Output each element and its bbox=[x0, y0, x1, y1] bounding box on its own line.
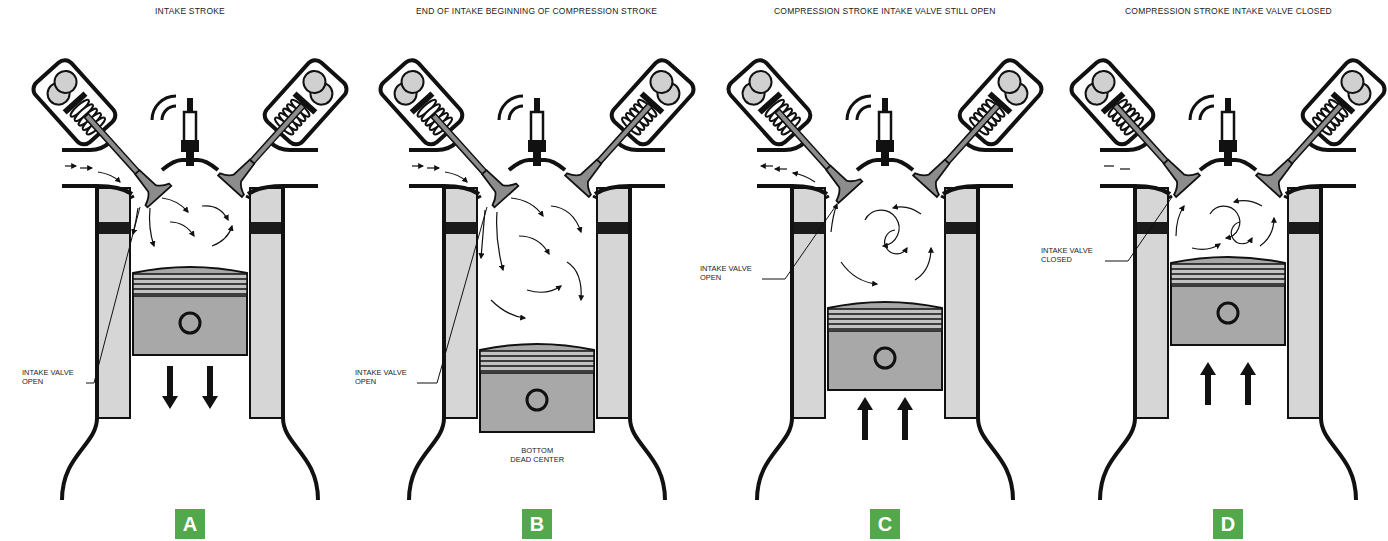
valve-callout: INTAKE VALVE CLOSED bbox=[1041, 246, 1101, 265]
panel-letter: A bbox=[183, 514, 197, 534]
panel-b-drawing bbox=[377, 56, 697, 500]
panel-letter-box: A bbox=[175, 509, 205, 539]
stroke-title: END OF INTAKE BEGINNING OF COMPRESSION S… bbox=[416, 6, 657, 16]
position-callout: BOTTOM DEAD CENTER bbox=[510, 446, 564, 465]
panel-letter-box: C bbox=[870, 509, 900, 539]
stroke-title: INTAKE STROKE bbox=[155, 6, 225, 16]
panel-d-drawing bbox=[1068, 56, 1388, 500]
panel-letter: D bbox=[1221, 514, 1235, 534]
stroke-title: COMPRESSION STROKE INTAKE VALVE CLOSED bbox=[1125, 6, 1332, 16]
panel-letter: B bbox=[530, 514, 544, 534]
valve-callout: INTAKE VALVE OPEN bbox=[355, 368, 415, 387]
panel-letter: C bbox=[878, 514, 892, 534]
panel-letter-box: B bbox=[522, 509, 552, 539]
stroke-title: COMPRESSION STROKE INTAKE VALVE STILL OP… bbox=[774, 6, 996, 16]
panel-letter-box: D bbox=[1213, 509, 1243, 539]
panel-a-drawing bbox=[30, 56, 350, 500]
valve-callout: INTAKE VALVE OPEN bbox=[700, 264, 760, 283]
panel-c-drawing bbox=[725, 56, 1045, 500]
valve-callout: INTAKE VALVE OPEN bbox=[22, 368, 82, 387]
